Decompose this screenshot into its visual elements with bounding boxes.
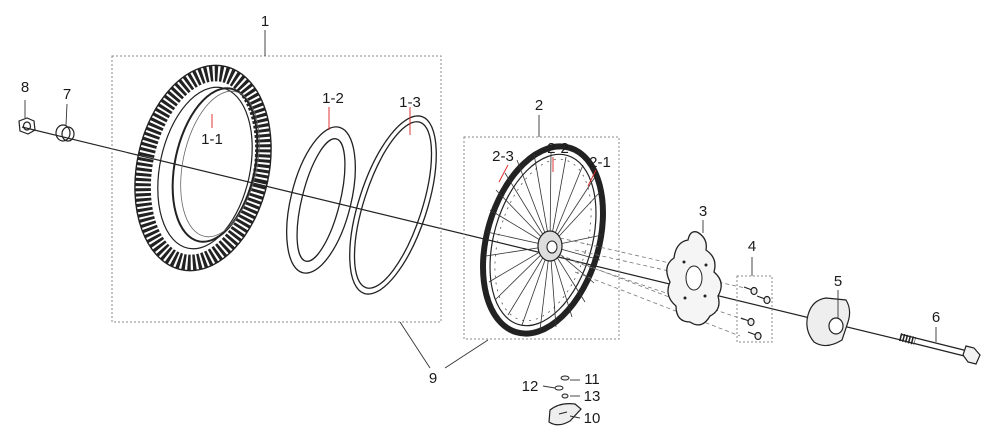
label-part-2-3: 2-3	[492, 148, 514, 165]
axle-bolt-part	[898, 333, 981, 365]
label-part-8: 8	[21, 79, 29, 96]
spoked-wheel-part	[480, 143, 606, 337]
disc-guard-part	[806, 297, 851, 347]
rim-band-part	[349, 115, 437, 295]
label-part-10: 10	[584, 410, 601, 427]
label-part-3: 3	[699, 203, 707, 220]
label-part-13: 13	[584, 388, 601, 405]
disc-bolts-part	[740, 286, 771, 341]
brake-disc-part	[666, 231, 722, 326]
bolt-group-box	[736, 275, 773, 343]
label-part-2-1: 2-1	[589, 154, 611, 171]
label-part-12: 12	[522, 378, 539, 395]
label-part-11: 11	[584, 371, 600, 388]
label-part-2: 2	[535, 97, 543, 114]
label-part-1-1: 1-1	[201, 131, 223, 148]
small-hardware-part	[548, 375, 582, 426]
label-part-2-2: 2-2	[547, 140, 569, 157]
label-part-1-3: 1-3	[399, 94, 421, 111]
label-part-1-2: 1-2	[322, 90, 344, 107]
label-part-1: 1	[261, 13, 269, 30]
label-part-6: 6	[932, 309, 940, 326]
tire-group-box	[111, 55, 442, 323]
inner-tube-part	[286, 126, 356, 274]
label-part-7: 7	[63, 86, 71, 103]
nut-part	[18, 117, 36, 135]
label-part-9: 9	[429, 370, 437, 387]
spacer-part	[55, 124, 75, 142]
leader-lines	[24, 30, 937, 419]
label-part-4: 4	[748, 238, 756, 255]
rim-group-box	[463, 136, 620, 340]
tire-part	[134, 64, 272, 272]
label-part-5: 5	[834, 273, 842, 290]
